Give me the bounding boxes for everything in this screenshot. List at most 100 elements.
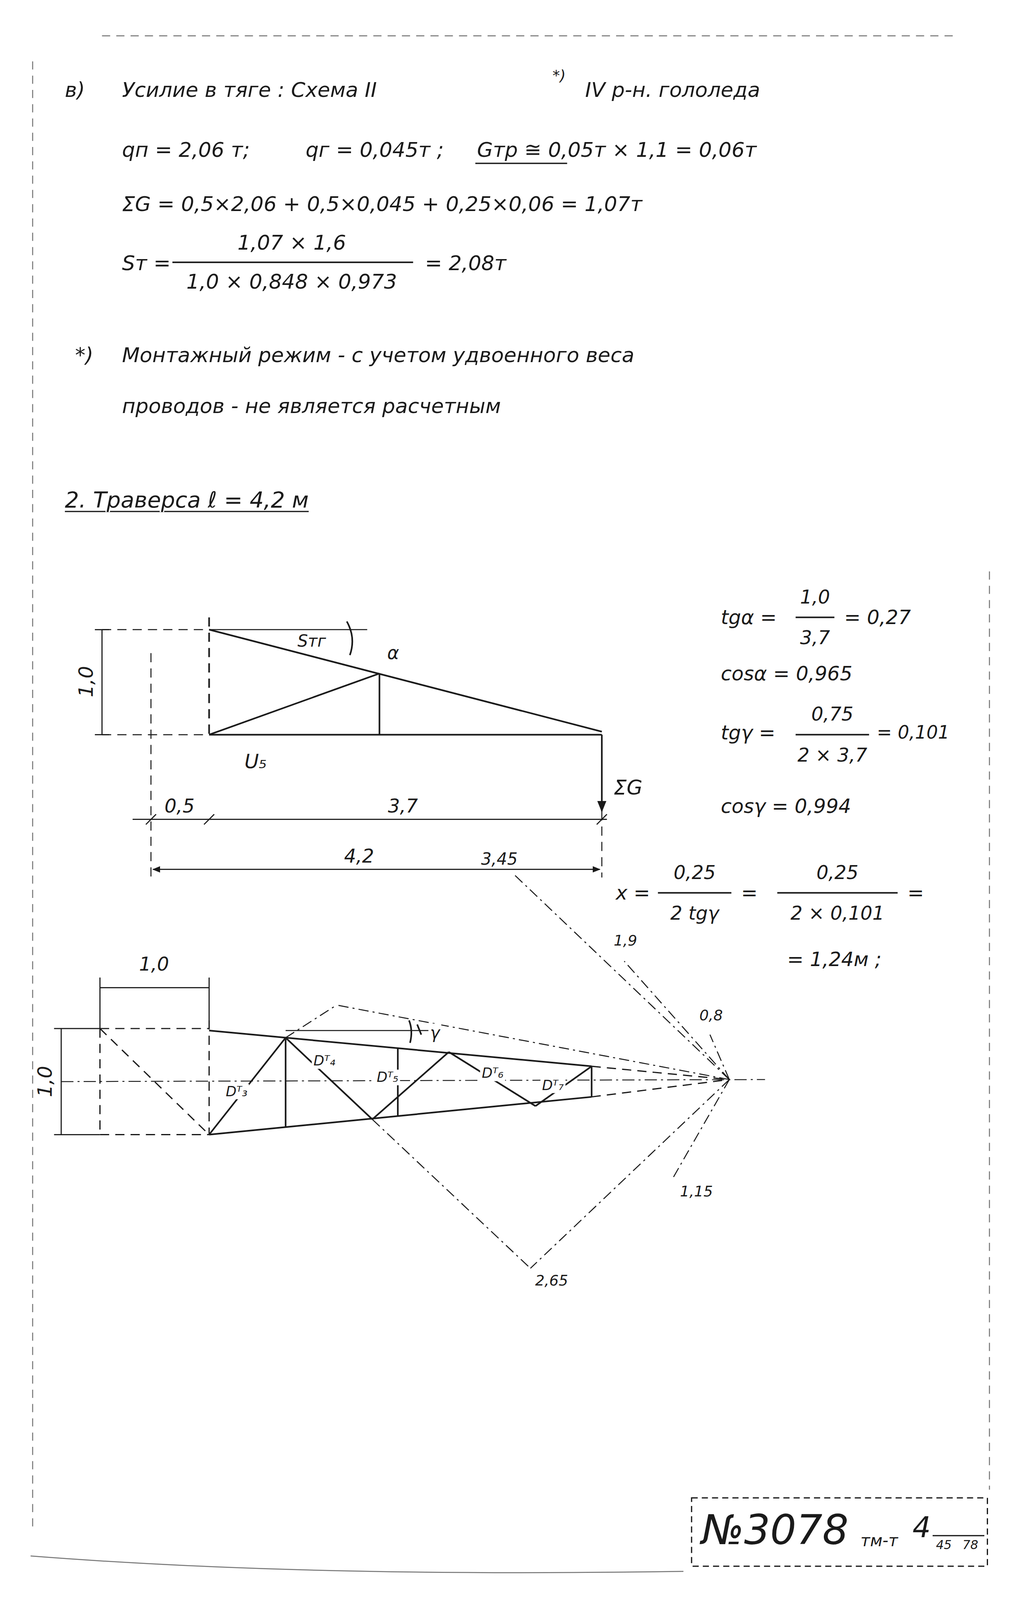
fraction-bar [658, 891, 732, 894]
formula-text: qп = 2,06 т; [120, 138, 252, 162]
lever-arm-line [710, 1034, 730, 1080]
formula-text: tgα = [719, 606, 779, 629]
dimension-line [101, 629, 103, 735]
truss-plan-view [208, 1020, 210, 1135]
truss-side-view [101, 628, 209, 630]
truss-side-view [208, 617, 210, 737]
angle-label: γ [428, 1023, 442, 1042]
formula-result: = 2,08т [423, 252, 508, 275]
formula-result: = 1,24м ; [785, 947, 883, 970]
fraction-denominator: 3,7 [798, 627, 832, 649]
formula-text: = [905, 881, 926, 904]
lever-arm-line [336, 1004, 730, 1080]
dimension-line [94, 628, 110, 631]
truss-plan-view [208, 1096, 592, 1135]
lever-arm-label: 1,15 [678, 1183, 715, 1200]
truss-side-view [600, 734, 603, 811]
item-letter: в) [63, 78, 87, 101]
member-label: Dᵀ₆ [480, 1065, 506, 1081]
sheet-border [101, 35, 959, 37]
formula-text: Gтр ≅ 0,05т × 1,1 = 0,06т [475, 138, 759, 162]
angle-label: α [385, 642, 401, 663]
lever-arm-line [624, 960, 730, 1080]
dimension-line [100, 986, 210, 989]
formula-text: Sт = [120, 252, 173, 275]
formula-text: tgγ = [719, 721, 778, 744]
dimension-label: 1,0 [34, 1063, 56, 1099]
formula-text: cosα = 0,965 [719, 662, 855, 685]
fraction-bar [795, 616, 835, 619]
dimension-line [132, 818, 608, 820]
fraction-denominator: 2 tgγ [668, 902, 721, 924]
fraction-numerator: 1,07 × 1,6 [235, 231, 348, 255]
sheet-border [988, 571, 990, 1490]
dimension-line [596, 813, 608, 825]
fraction-denominator: 2 × 3,7 [795, 744, 869, 766]
note-text: проводов - не является расчетным [120, 394, 503, 418]
member-label: Dᵀ₅ [375, 1069, 401, 1085]
lever-arm-label: 3,45 [479, 849, 520, 868]
dimension-line [145, 813, 156, 825]
truss-side-view [150, 653, 152, 878]
truss-plan-view [208, 1037, 286, 1135]
section-heading: 2. Траверса ℓ = 4,2 м [63, 487, 311, 512]
truss-plan-view [100, 1133, 210, 1135]
sheet-index: 78 [960, 1537, 980, 1552]
lever-arm-label: 0,8 [697, 1006, 725, 1024]
dimension-line [153, 868, 600, 870]
fraction-numerator: 0,25 [814, 861, 860, 883]
formula-text: = [739, 881, 760, 904]
sheet-border [30, 35, 990, 1573]
footnote-mark: *) [73, 343, 96, 367]
truss-side-view [346, 621, 353, 656]
dimension-line [54, 1027, 101, 1030]
formula-text: ΣG = 0,5×2,06 + 0,5×0,045 + 0,25×0,06 = … [120, 192, 644, 216]
drawing-number: №3078 [699, 1507, 851, 1553]
fraction-bar [795, 733, 869, 736]
truss-side-view [208, 673, 380, 735]
truss-plan-view [417, 1024, 422, 1035]
truss-plan-view [591, 1066, 730, 1080]
truss-plan-view [284, 1037, 287, 1128]
formula-text: qг = 0,045т ; [304, 138, 446, 162]
truss-plan-view [590, 1066, 593, 1097]
truss-side-view [208, 629, 602, 732]
truss-plan-view [100, 1027, 210, 1030]
dimension-line [54, 1133, 101, 1135]
underline [475, 162, 568, 164]
truss-plan-view [372, 1051, 449, 1119]
truss-plan-view [448, 1051, 536, 1106]
truss-plan-view [408, 1020, 412, 1043]
member-label: Dᵀ₇ [540, 1077, 566, 1093]
member-label: U₅ [242, 749, 269, 772]
underline [475, 162, 568, 164]
truss-side-view [601, 811, 603, 878]
lever-arm-label: 2,65 [533, 1272, 570, 1289]
load-label: ΣG [612, 776, 645, 799]
lever-arm-line [372, 1118, 531, 1268]
truss-side-view [208, 733, 602, 736]
sheet-border [32, 61, 33, 1530]
truss-plan-view [285, 1029, 429, 1031]
lever-arm-label: 1,9 [612, 932, 639, 949]
truss-plan-view [591, 1079, 730, 1097]
formula-text: x = [614, 881, 652, 904]
fraction-bar [171, 261, 413, 264]
heading-text: Усилие в тяге : Схема II [120, 78, 379, 101]
sheet-index: 45 [934, 1537, 954, 1552]
lever-arm-line [515, 875, 730, 1080]
truss-side-view [101, 733, 209, 735]
member-label: Sтг [295, 631, 328, 650]
dimension-line [94, 733, 110, 736]
member-label: Dᵀ₃ [224, 1083, 250, 1099]
stamp-frame [691, 1497, 988, 1566]
lever-arm-line [285, 875, 730, 1268]
formula-result: = 0,101 [875, 722, 952, 743]
dimension-line [54, 629, 608, 1135]
member-label: Dᵀ₄ [311, 1053, 338, 1069]
footnote-mark: *) [550, 67, 568, 84]
fraction-denominator: 1,0 × 0,848 × 0,973 [184, 270, 399, 293]
fraction-numerator: 0,25 [671, 861, 718, 883]
